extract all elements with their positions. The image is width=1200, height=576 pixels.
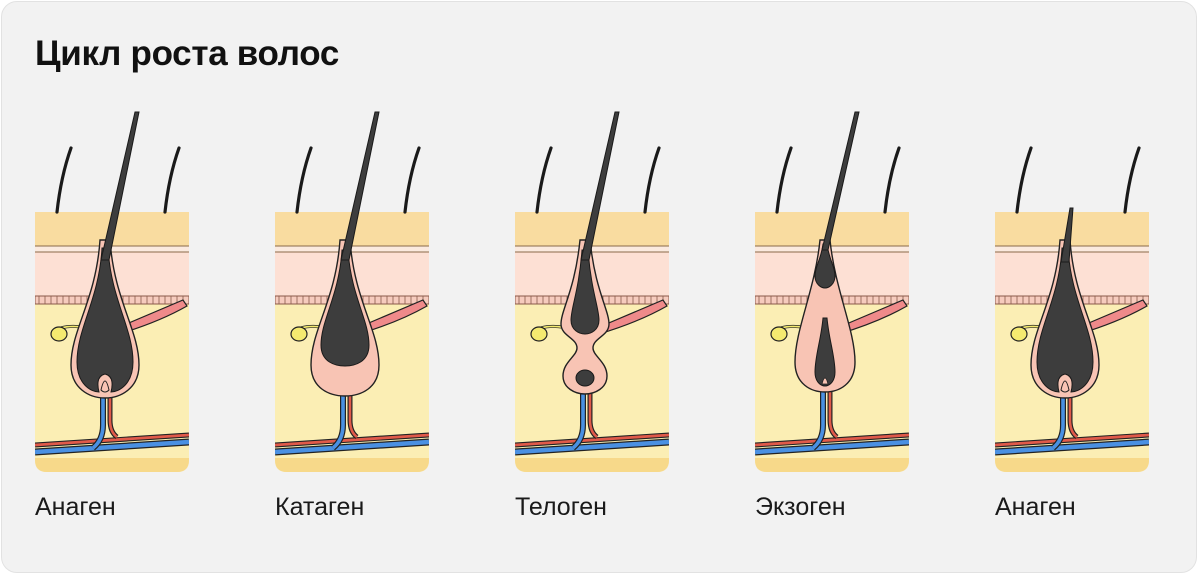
skin-section (755, 212, 909, 472)
artery-branch (588, 392, 598, 439)
bottom-band (995, 458, 1149, 472)
dermal-papilla (821, 377, 829, 385)
stage-anagen-illustration (35, 111, 189, 472)
stage-label-telogen: Телоген (515, 493, 607, 521)
sebaceous-gland (290, 326, 308, 342)
basal-layer (995, 246, 1149, 252)
arrector-pili-muscle (596, 299, 668, 335)
side-hair-right (643, 146, 661, 214)
hair-bulb (1036, 247, 1094, 393)
artery-branch (828, 390, 838, 439)
artery (35, 433, 189, 447)
artery (755, 433, 909, 447)
shedding-hair-bulb (814, 243, 836, 289)
hair-shaft (821, 111, 860, 251)
skin-section (995, 212, 1149, 472)
hair-shaft (340, 111, 380, 261)
sebaceous-gland (770, 326, 788, 342)
side-hair-left (775, 146, 793, 214)
vein (515, 439, 669, 455)
side-hair-right (163, 146, 181, 214)
artery (515, 433, 669, 447)
stage-anagen-new-illustration (995, 146, 1149, 472)
vein-branch (571, 392, 585, 450)
dermal-papilla (1060, 380, 1070, 393)
bottom-band (755, 458, 909, 472)
side-hair-left (55, 146, 73, 214)
sebaceous-gland (50, 326, 68, 342)
new-hair (814, 317, 836, 387)
hair-shaft (580, 111, 620, 261)
vein-branch (331, 390, 345, 450)
bottom-band (515, 458, 669, 472)
bottom-band (275, 458, 429, 472)
side-hair-right (1123, 146, 1141, 214)
stage-telogen-illustration (515, 111, 669, 472)
vein (995, 439, 1149, 455)
sebaceous-gland (1010, 326, 1028, 342)
club-hair (320, 249, 370, 367)
vein-branch (1051, 388, 1065, 450)
stage-exogen-illustration (755, 111, 909, 472)
artery (995, 433, 1149, 447)
stage-label-catagen: Катаген (275, 493, 365, 521)
arrector-pili-muscle (116, 299, 188, 335)
side-hair-left (295, 146, 313, 214)
vein (755, 439, 909, 455)
vein (275, 439, 429, 455)
basal-layer (755, 246, 909, 252)
stage-label-anagen: Анаген (35, 493, 116, 521)
side-hair-right (883, 146, 901, 214)
diagram-title: Цикл роста волос (35, 34, 339, 73)
skin-section (275, 212, 429, 472)
hair-follicle (794, 239, 856, 393)
side-hair-left (1015, 146, 1033, 214)
side-hair-left (535, 146, 553, 214)
arrector-pili-muscle (836, 299, 908, 335)
vein (35, 439, 189, 455)
artery-branch (1068, 388, 1078, 439)
germ-cells (575, 369, 595, 387)
stage-label-anagen-2: Анаген (995, 493, 1076, 521)
arrector-pili-muscle (1076, 299, 1148, 335)
basal-layer (515, 246, 669, 252)
vein-branch (811, 390, 825, 450)
basal-layer (275, 246, 429, 252)
dermal-papilla (100, 380, 110, 393)
stage-catagen-illustration (275, 111, 429, 472)
artery-branch (108, 388, 118, 439)
sebaceous-gland (530, 326, 548, 342)
basal-layer (35, 246, 189, 252)
hair-bulb (76, 247, 134, 393)
stage-label-exogen: Экзоген (755, 493, 846, 521)
side-hair-right (403, 146, 421, 214)
skin-section (515, 212, 669, 472)
skin-section (35, 212, 189, 472)
artery-branch (348, 390, 358, 439)
club-hair (570, 249, 600, 335)
hair-shaft (100, 111, 140, 261)
arrector-pili-muscle (356, 299, 428, 335)
vein-branch (91, 388, 105, 450)
new-hair-shaft (1060, 207, 1074, 263)
bottom-band (35, 458, 189, 472)
artery (275, 433, 429, 447)
